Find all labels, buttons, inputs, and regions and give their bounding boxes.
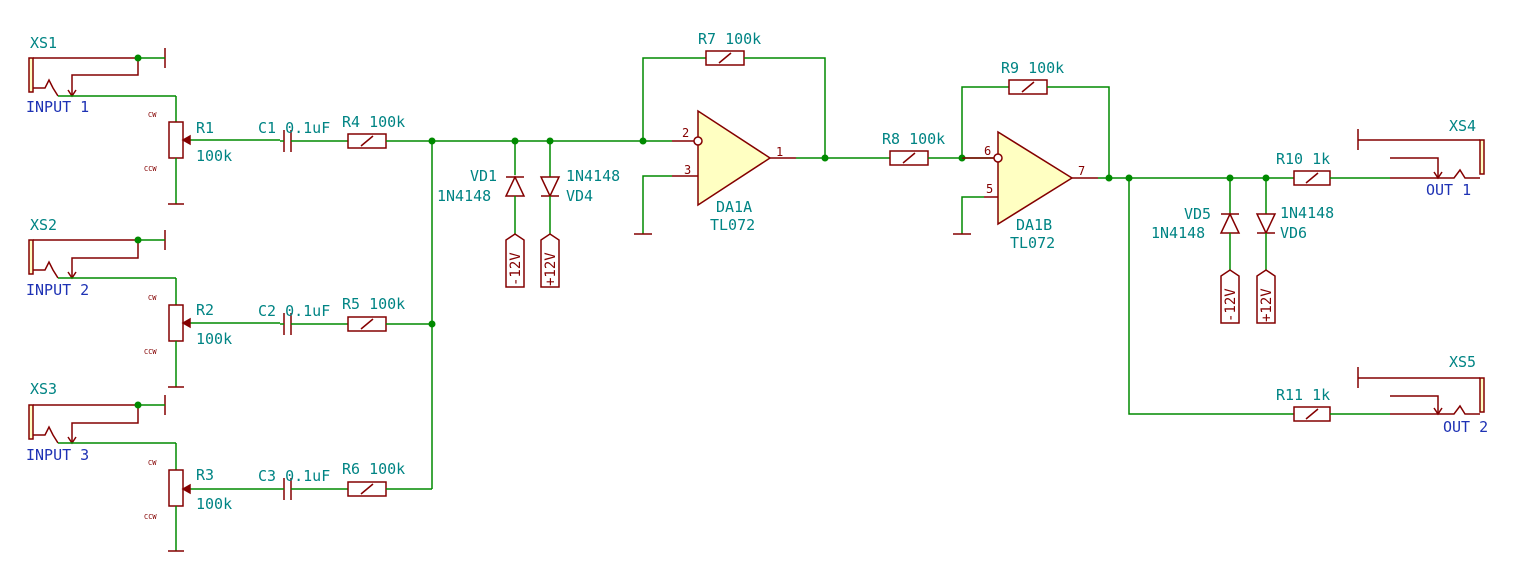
resistor-r7 (642, 50, 826, 158)
r5-label: R5 100k (342, 295, 405, 313)
r1-value: 100k (196, 147, 232, 165)
da1b-value: TL072 (1010, 234, 1055, 252)
opamp-da1b (962, 130, 1098, 226)
da1b-pin-7: 7 (1078, 164, 1085, 178)
c2-label: C2 0.1uF (258, 302, 330, 320)
r9-label: R9 100k (1001, 59, 1064, 77)
vd4-value: 1N4148 (566, 167, 620, 185)
net-label-input-1: INPUT 1 (26, 98, 89, 116)
junction-dot (134, 54, 142, 62)
r3-ref: R3 (196, 466, 214, 484)
net-label-input-3: INPUT 3 (26, 446, 89, 464)
connector-xs3-label: XS3 (30, 380, 57, 398)
vd5-value: 1N4148 (1151, 224, 1205, 242)
net-label-out-2: OUT 2 (1443, 418, 1488, 436)
capacitor-c3 (280, 478, 348, 500)
vd4-ref: VD4 (566, 187, 593, 205)
da1a-pin-2: 2 (682, 126, 689, 140)
power-flag-pos12-right: +12V (1256, 269, 1276, 324)
vd1-value: 1N4148 (437, 187, 491, 205)
jack-xs4-symbol (1357, 129, 1485, 180)
input-channel-1: XS1 INPUT 1 CW CCW R1 100k (26, 34, 432, 205)
vd6-value: 1N4148 (1280, 204, 1334, 222)
pos12v-label: +12V (543, 252, 559, 286)
wire-da1b-plus-gnd (961, 196, 984, 234)
r11-label: R11 1k (1276, 386, 1330, 404)
diode-vd4 (539, 141, 561, 234)
r10-label: R10 1k (1276, 150, 1330, 168)
diode-vd1 (504, 141, 526, 234)
r2-value: 100k (196, 330, 232, 348)
resistor-r10 (1293, 170, 1390, 186)
opamp-da1a (672, 109, 796, 207)
pot-cw-label: CW (148, 459, 157, 467)
connector-xs2-label: XS2 (30, 216, 57, 234)
r8-label: R8 100k (882, 130, 945, 148)
junction-dot (134, 401, 142, 409)
da1b-pin-6: 6 (984, 144, 991, 158)
jack-xs1-symbol (28, 48, 166, 98)
jack-xs5-symbol (1357, 367, 1485, 416)
resistor-r11 (1293, 406, 1390, 422)
c1-label: C1 0.1uF (258, 119, 330, 137)
capacitor-c1 (280, 130, 348, 152)
pot-ccw-label: CCW (144, 513, 157, 521)
potentiometer-r3 (168, 469, 280, 552)
power-flag-neg12-left: -12V (505, 233, 525, 288)
pot-cw-label: CW (148, 294, 157, 302)
connector-xs4-label: XS4 (1449, 117, 1476, 135)
input-channel-3: XS3 INPUT 3 CW CCW R3 100k (26, 380, 432, 552)
junction-dot (821, 154, 829, 162)
r7-label: R7 100k (698, 30, 761, 48)
net-label-input-2: INPUT 2 (26, 281, 89, 299)
da1a-ref: DA1A (716, 198, 752, 216)
pos12v-label-right: +12V (1259, 288, 1275, 322)
da1b-ref: DA1B (1016, 216, 1052, 234)
wire-da1a-plus-gnd (642, 175, 672, 234)
resistor-r4 (347, 133, 432, 149)
junction-dot (134, 236, 142, 244)
c3-label: C3 0.1uF (258, 467, 330, 485)
connector-xs1-label: XS1 (30, 34, 57, 52)
capacitor-c2 (280, 313, 348, 335)
neg12v-label-right: -12V (1223, 288, 1239, 322)
jack-xs2-symbol (28, 230, 166, 280)
resistor-r5 (347, 316, 432, 332)
resistor-r6 (347, 481, 432, 497)
r4-label: R4 100k (342, 113, 405, 131)
da1a-value: TL072 (710, 216, 755, 234)
r1-ref: R1 (196, 119, 214, 137)
output-bus (1098, 174, 1294, 415)
connector-xs5-label: XS5 (1449, 353, 1476, 371)
diode-vd5 (1219, 178, 1241, 270)
potentiometer-r1 (168, 121, 280, 205)
da1a-pin-1: 1 (776, 145, 783, 159)
power-flag-pos12-left: +12V (540, 233, 560, 288)
da1a-pin-3: 3 (684, 163, 691, 177)
jack-xs3-symbol (28, 395, 166, 445)
vd6-ref: VD6 (1280, 224, 1307, 242)
neg12v-label: -12V (508, 252, 524, 286)
pot-ccw-label: CCW (144, 348, 157, 356)
power-flag-neg12-right: -12V (1220, 269, 1240, 324)
resistor-r9 (961, 79, 1110, 178)
vd5-ref: VD5 (1184, 205, 1211, 223)
input-channel-2: XS2 INPUT 2 CW CCW R2 100k (26, 216, 432, 388)
pot-cw-label: CW (148, 111, 157, 119)
r6-label: R6 100k (342, 460, 405, 478)
diode-vd6 (1255, 178, 1277, 270)
r3-value: 100k (196, 495, 232, 513)
vd1-ref: VD1 (470, 167, 497, 185)
potentiometer-r2 (168, 304, 280, 388)
net-label-out-1: OUT 1 (1426, 181, 1471, 199)
pot-ccw-label: CCW (144, 165, 157, 173)
r2-ref: R2 (196, 301, 214, 319)
da1b-pin-5: 5 (986, 182, 993, 196)
